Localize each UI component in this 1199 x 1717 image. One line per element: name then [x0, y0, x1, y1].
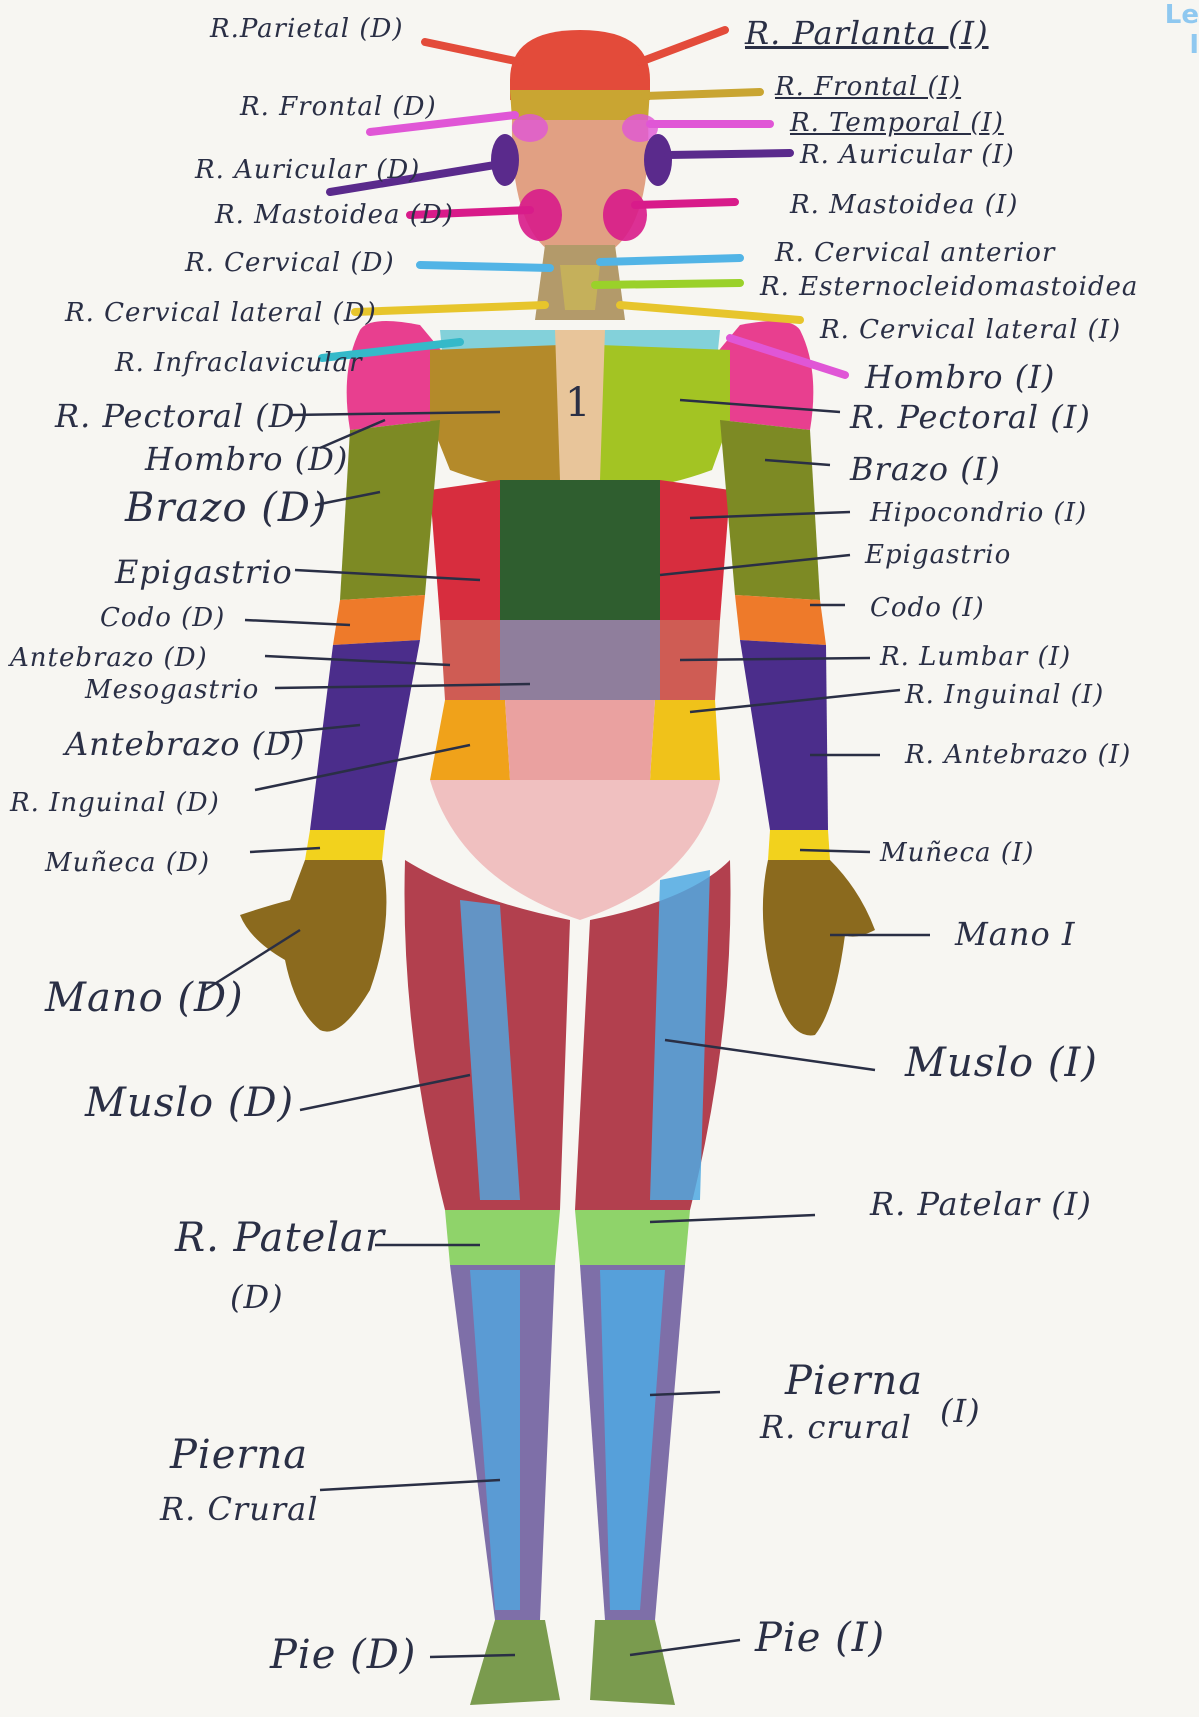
mesogastrio-region	[500, 620, 660, 700]
label-mano-i: Mano I	[955, 915, 1076, 953]
label-codo-d: Codo (D)	[100, 603, 225, 633]
label-cervical-anterior: R. Cervical anterior	[775, 238, 1055, 268]
ink-pierna-d	[320, 1480, 500, 1490]
label-hipocondrio-i: Hipocondrio (I)	[870, 498, 1087, 528]
line-cervical-d	[420, 265, 550, 268]
label-esternocleido: R. Esternocleidomastoidea	[760, 272, 1138, 302]
label-patelar-i: R. Patelar (I)	[870, 1185, 1092, 1223]
label-temporal-i: R. Temporal (I)	[790, 108, 1004, 138]
label-muneca-d: Muñeca (D)	[45, 848, 210, 878]
muneca-right	[305, 830, 385, 860]
label-pie-i: Pie (I)	[755, 1615, 885, 1661]
line-frontal-i	[645, 92, 760, 96]
label-pierna-d-line2: R. Crural	[160, 1490, 318, 1528]
mano-left	[763, 860, 875, 1035]
label-patelar-d-line2: (D)	[230, 1278, 284, 1316]
line-cervical-lateral-i	[620, 305, 800, 320]
pie-left	[590, 1620, 675, 1705]
chest-number: 1	[565, 380, 591, 426]
label-mesogastrio: Mesogastrio	[85, 675, 259, 705]
label-parietal-i: R. Parlanta (I)	[745, 14, 989, 52]
auricular-left	[491, 134, 519, 186]
auricular-right	[644, 134, 672, 186]
line-esterno	[595, 283, 740, 285]
antebrazo-left	[740, 640, 828, 830]
muslo-left-blue	[650, 870, 710, 1200]
line-cervical-lateral-d	[355, 305, 545, 312]
label-auricular-i: R. Auricular (I)	[800, 140, 1015, 170]
mastoidea-right	[603, 189, 647, 241]
patelar-left	[575, 1210, 690, 1265]
label-infraclavicular: R. Infraclavicular	[115, 348, 363, 378]
pectoral-left	[588, 345, 730, 488]
label-antebrazo-d-upper: Antebrazo (D)	[10, 643, 208, 673]
label-cervical-d: R. Cervical (D)	[185, 248, 395, 278]
inguinal-right	[430, 700, 510, 780]
lumbar-right	[440, 620, 500, 700]
label-pierna-i-line1: Pierna	[785, 1358, 923, 1404]
label-brazo-i: Brazo (I)	[850, 450, 1001, 488]
label-frontal-i: R. Frontal (I)	[775, 72, 961, 102]
mano-right	[240, 860, 386, 1032]
label-pierna-i-line2: R. crural	[760, 1408, 912, 1446]
line-parietal-i	[640, 30, 725, 62]
label-mastoidea-d: R. Mastoidea (D)	[215, 200, 454, 230]
inguinal-left	[650, 700, 720, 780]
label-antebrazo-i: R. Antebrazo (I)	[905, 740, 1131, 770]
label-pierna-i-line3: (I)	[940, 1392, 981, 1430]
label-inguinal-d: R. Inguinal (D)	[10, 788, 220, 818]
hipocondrio-right	[430, 480, 500, 620]
label-patelar-d-line1: R. Patelar	[175, 1215, 385, 1261]
parietal-region	[510, 30, 650, 100]
label-muneca-i: Muñeca (I)	[880, 838, 1034, 868]
hypogastrio	[505, 700, 655, 780]
label-cervical-lateral-d: R. Cervical lateral (D)	[65, 298, 377, 328]
epigastrio-region	[500, 480, 660, 620]
label-antebrazo-d: Antebrazo (D)	[65, 725, 305, 763]
antebrazo-right	[310, 640, 420, 830]
label-auricular-d: R. Auricular (D)	[195, 155, 420, 185]
line-mastoidea-i	[635, 202, 735, 205]
label-mastoidea-i: R. Mastoidea (I)	[790, 190, 1018, 220]
codo-right	[333, 595, 425, 645]
label-inguinal-i: R. Inguinal (I)	[905, 680, 1104, 710]
label-hombro-d: Hombro (D)	[145, 440, 348, 478]
label-muslo-i: Muslo (I)	[905, 1040, 1098, 1086]
label-codo-i: Codo (I)	[870, 593, 985, 623]
label-hombro-i: Hombro (I)	[865, 358, 1055, 396]
hipocondrio-left	[660, 480, 730, 620]
muneca-left	[768, 830, 830, 860]
label-pie-d: Pie (D)	[270, 1632, 416, 1678]
codo-left	[735, 595, 826, 645]
line-cervical-anterior	[600, 258, 740, 262]
label-pectoral-i: R. Pectoral (I)	[850, 398, 1091, 436]
label-epigastrio-d: Epigastrio	[115, 553, 293, 591]
label-lumbar-i: R. Lumbar (I)	[880, 642, 1071, 672]
patelar-right	[445, 1210, 560, 1265]
brazo-left	[720, 420, 820, 600]
label-brazo-d: Brazo (D)	[125, 485, 328, 531]
mastoidea-left	[518, 189, 562, 241]
label-pierna-d-line1: Pierna	[170, 1432, 308, 1478]
pie-right	[470, 1620, 560, 1705]
label-parietal-d: R.Parietal (D)	[210, 14, 403, 44]
line-auricular-i	[668, 153, 790, 155]
label-pectoral-d: R. Pectoral (D)	[55, 397, 309, 435]
label-epigastrio-i: Epigastrio	[865, 540, 1011, 570]
label-cervical-lateral-i: R. Cervical lateral (I)	[820, 315, 1121, 345]
label-frontal-d: R. Frontal (D)	[240, 92, 437, 122]
label-muslo-d: Muslo (D)	[85, 1080, 294, 1126]
ink-codo-d	[245, 620, 350, 625]
line-parietal-d	[425, 42, 520, 62]
label-mano-d: Mano (D)	[45, 975, 244, 1021]
